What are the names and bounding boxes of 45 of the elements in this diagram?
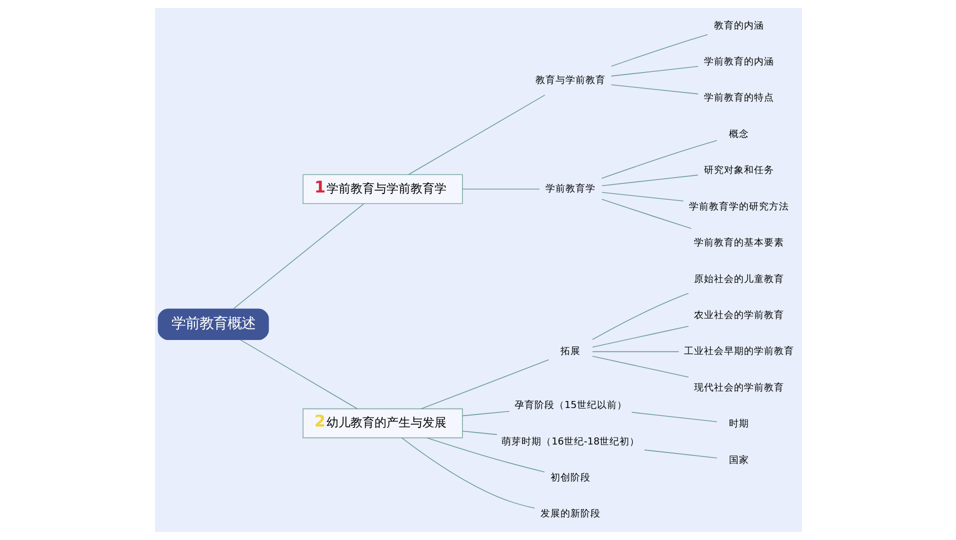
connector — [610, 66, 698, 76]
node-text: 农业社会的学前教育 — [693, 310, 784, 321]
node-text: 原始社会的儿童教育 — [693, 274, 784, 285]
connector — [232, 203, 364, 310]
connector — [601, 174, 698, 186]
connector — [630, 412, 717, 422]
node-text: 学前教育的内涵 — [703, 56, 774, 68]
connector — [420, 359, 549, 410]
node-text: 学前教育的特点 — [703, 92, 774, 104]
node-box: 2幼儿教育的产生与发展 — [302, 408, 462, 438]
connector — [426, 437, 544, 472]
node-text: 教育与学前教育 — [535, 74, 606, 86]
connector — [600, 198, 692, 229]
connector — [592, 356, 688, 378]
connector — [601, 192, 684, 202]
connector — [610, 84, 698, 94]
node-text: 学前教育学 — [545, 184, 596, 195]
node-text: 教育的内涵 — [713, 20, 764, 32]
connector — [592, 326, 688, 348]
connector — [239, 339, 358, 410]
connector — [592, 351, 679, 352]
connector — [644, 450, 717, 458]
connector — [600, 140, 717, 179]
node-text: 孕育阶段（15世纪以前） — [514, 400, 626, 412]
node-text: 拓展 — [560, 346, 580, 358]
node-text: 学前教育的基本要素 — [693, 238, 784, 249]
connector — [462, 410, 510, 416]
node-box: 1学前教育与学前教育学 — [302, 174, 462, 204]
node-box: 学前教育概述 — [157, 308, 268, 340]
node-text: 概念 — [728, 128, 748, 140]
connector — [400, 437, 535, 509]
node-text: 初创阶段 — [550, 472, 590, 484]
node-text: 国家 — [728, 454, 748, 466]
connector — [462, 188, 540, 190]
node-text: 发展的新阶段 — [540, 508, 600, 520]
node-text: 现代社会的学前教育 — [693, 382, 784, 394]
node-text: 研究对象和任务 — [703, 165, 774, 176]
node-text: 时期 — [728, 418, 748, 430]
connector — [462, 430, 497, 435]
node-text: 工业社会早期的学前教育 — [683, 346, 794, 358]
connector — [592, 292, 688, 340]
connector — [610, 34, 708, 67]
node-text: 学前教育学的研究方法 — [688, 201, 788, 212]
node-text: 萌芽时期（16世纪-18世纪初） — [501, 436, 640, 448]
connector — [408, 94, 545, 175]
